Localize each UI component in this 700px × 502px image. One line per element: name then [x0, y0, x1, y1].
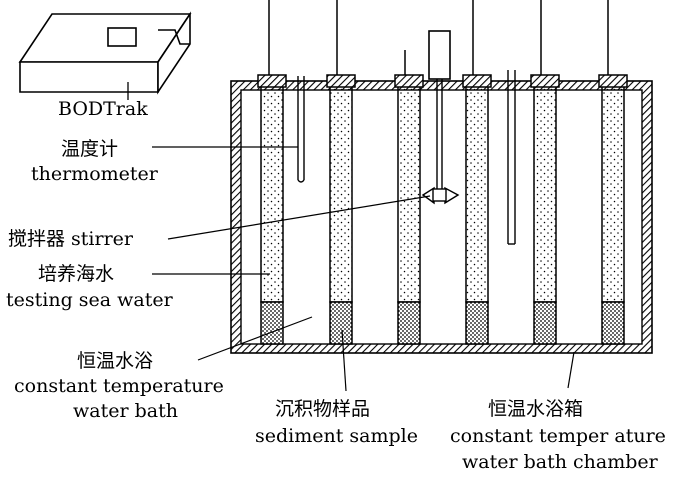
sediment-label-cn: 沉积物样品 [275, 398, 370, 420]
bodtrak-device [18, 11, 192, 95]
thermometer-label-en: thermometer [31, 163, 159, 185]
chamber-label-en-2: water bath chamber [462, 451, 659, 473]
sediment-label-en: sediment sample [255, 425, 418, 447]
chamber-label-en-1: constant temper ature [450, 425, 666, 447]
sea-water-label-cn: 培养海水 [38, 263, 114, 285]
bottle-1 [257, 74, 287, 345]
water-bath-label-en-2: water bath [73, 400, 178, 422]
bottle-5 [530, 74, 560, 345]
water-bath-label-cn: 恒温水浴 [77, 350, 153, 372]
bodtrak-label: BODTrak [58, 98, 148, 120]
water-bath-label-en-1: constant temperature [14, 375, 224, 397]
bottle-4 [462, 74, 492, 345]
bodtrak-display [107, 27, 137, 47]
probe [507, 70, 516, 245]
sensor-cables [268, 0, 609, 76]
stirrer-motor [428, 30, 451, 80]
bottle-6 [598, 74, 628, 345]
thermometer-label-cn: 温度计 [61, 138, 118, 160]
stirrer [421, 79, 460, 205]
sea-water-label-en: testing sea water [6, 289, 174, 311]
leader-lines [152, 146, 575, 392]
bottles [257, 74, 628, 345]
bottle-3 [394, 74, 424, 345]
chamber-label-cn: 恒温水浴箱 [488, 398, 583, 420]
bottle-2 [326, 74, 356, 345]
stirrer-label: 搅拌器 stirrer [8, 228, 134, 250]
thermometer [297, 76, 305, 183]
